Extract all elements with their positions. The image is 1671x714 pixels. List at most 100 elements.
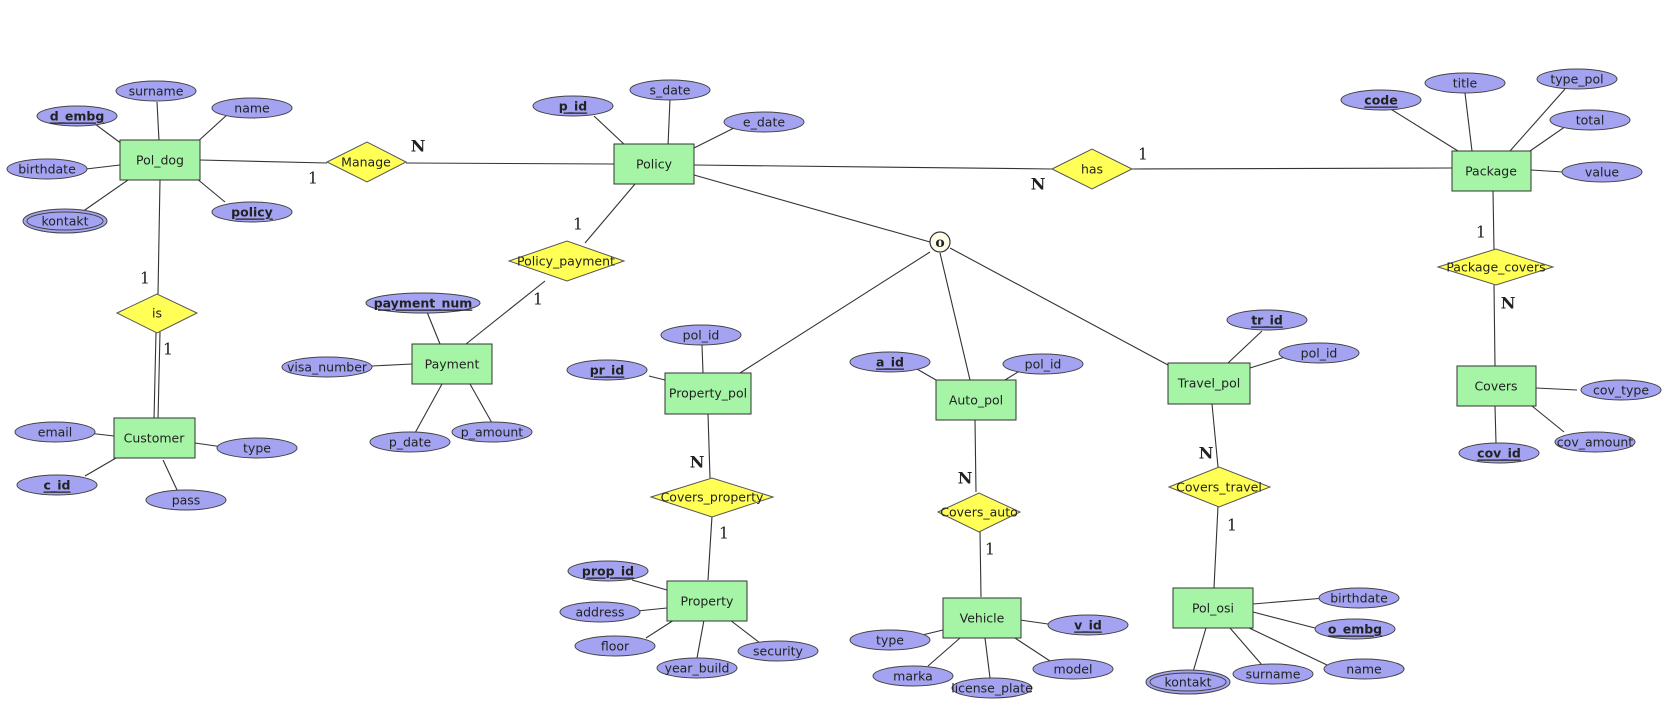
svg-text:name: name (234, 101, 270, 116)
attribute-title: title (1424, 72, 1506, 94)
svg-text:model: model (1054, 662, 1093, 677)
attribute-value: value (1561, 161, 1643, 183)
svg-text:Pol_osi: Pol_osi (1192, 601, 1234, 616)
svg-text:Property: Property (681, 594, 734, 609)
attribute-s-date: s_date (629, 79, 711, 101)
svg-text:d_embg: d_embg (50, 109, 105, 125)
svg-text:birthdate: birthdate (18, 162, 76, 177)
cardinality-policy-payment-payment: 1 (533, 290, 543, 309)
relationship-is: is (115, 293, 199, 334)
svg-text:floor: floor (601, 639, 630, 654)
attribute-o-embg: o_embg (1314, 618, 1396, 640)
svg-text:is: is (152, 306, 162, 321)
entity-payment: Payment (411, 343, 493, 385)
svg-text:tr_id: tr_id (1251, 313, 1283, 329)
svg-text:Covers_auto: Covers_auto (940, 505, 1018, 520)
entity-property: Property (666, 580, 748, 622)
cardinality-policy-payment-policy: 1 (573, 215, 583, 234)
svg-text:kontakt: kontakt (1164, 675, 1211, 690)
svg-text:Policy_payment: Policy_payment (517, 254, 615, 269)
attribute-total: total (1549, 109, 1631, 131)
attribute-type: type (849, 629, 931, 651)
cardinality-is-customer: 1 (163, 340, 173, 359)
cardinality-has-package: 1 (1138, 145, 1148, 164)
svg-text:o: o (935, 235, 944, 251)
attribute-pr-id: pr_id (566, 359, 648, 381)
svg-text:Manage: Manage (341, 155, 391, 170)
attribute-type-pol: type_pol (1536, 68, 1618, 90)
attribute-p-date: p_date (369, 431, 451, 453)
entity-travel-pol: Travel_pol (1167, 362, 1251, 405)
svg-text:type: type (876, 633, 904, 648)
svg-text:title: title (1453, 76, 1478, 91)
svg-text:cov_amount: cov_amount (1557, 435, 1633, 450)
svg-text:pol_id: pol_id (1301, 346, 1338, 361)
attribute-type: type (216, 437, 298, 459)
svg-text:visa_number: visa_number (287, 360, 368, 375)
svg-text:Package_covers: Package_covers (1446, 260, 1545, 275)
svg-text:total: total (1576, 113, 1605, 128)
attribute-kontakt-multivalued: kontakt (1145, 669, 1231, 695)
attribute-security: security (737, 640, 819, 662)
svg-text:Covers_property: Covers_property (661, 490, 764, 505)
attribute-pol-id: pol_id (1278, 342, 1360, 364)
relationship-manage: Manage (325, 141, 408, 183)
entity-property-pol: Property_pol (664, 372, 752, 415)
svg-text:c_id: c_id (44, 478, 71, 494)
svg-text:p_date: p_date (389, 435, 432, 450)
cardinality-covers-travel-pol-osi: 1 (1227, 516, 1237, 535)
attribute-c-id: c_id (16, 474, 98, 496)
svg-text:type_pol: type_pol (1550, 72, 1603, 87)
svg-text:surname: surname (129, 84, 184, 99)
cardinality-package-covers-package: 1 (1476, 223, 1486, 242)
cardinality-is-pol-dog: 1 (140, 269, 150, 288)
cardinality-covers-property-property: 1 (719, 524, 729, 543)
attribute-marka: marka (872, 665, 954, 687)
specialization-circle: o (929, 231, 951, 253)
attribute-birthdate: birthdate (6, 158, 88, 180)
svg-text:Payment: Payment (425, 357, 480, 372)
attribute-policy: policy (211, 201, 293, 223)
svg-text:Covers: Covers (1474, 379, 1517, 394)
attribute-code: code (1340, 89, 1422, 111)
attribute-visa-number: visa_number (281, 356, 373, 378)
svg-text:Vehicle: Vehicle (960, 611, 1005, 626)
attribute-kontakt-multivalued: kontakt (22, 208, 108, 234)
svg-text:pol_id: pol_id (1025, 357, 1062, 372)
svg-text:address: address (575, 605, 624, 620)
svg-text:o_embg: o_embg (1328, 622, 1382, 638)
attribute-prop-id: prop_id (567, 560, 649, 582)
svg-text:payment_num: payment_num (374, 296, 473, 312)
attribute-a-id: a_id (849, 351, 931, 373)
entity-customer: Customer (113, 417, 196, 459)
attribute-floor: floor (574, 635, 656, 657)
attribute-name: name (1323, 658, 1405, 680)
attribute-license-plate: license_plate (951, 677, 1033, 699)
cardinality-has-policy: N (1031, 175, 1046, 194)
svg-text:s_date: s_date (650, 83, 691, 98)
cardinality-covers-auto-auto-pol: N (958, 469, 973, 488)
svg-text:name: name (1346, 662, 1382, 677)
svg-text:email: email (38, 425, 72, 440)
svg-text:pass: pass (172, 493, 201, 508)
attribute-surname: surname (115, 80, 197, 102)
entity-covers: Covers (1456, 365, 1537, 407)
attribute-payment-num: payment_num (365, 292, 481, 314)
svg-text:v_id: v_id (1074, 618, 1102, 634)
svg-text:code: code (1364, 93, 1397, 108)
relationship-package-covers: Package_covers (1436, 248, 1555, 286)
svg-text:type: type (243, 441, 271, 456)
cardinality-manage-policy: N (411, 137, 426, 156)
svg-text:p_id: p_id (559, 99, 587, 115)
svg-text:value: value (1585, 165, 1619, 180)
cardinality-covers-property-property-pol: N (690, 453, 705, 472)
attribute-v-id: v_id (1047, 614, 1129, 636)
svg-text:p_amount: p_amount (461, 425, 524, 440)
entity-pol-dog: Pol_dog (119, 139, 201, 181)
relationship-covers-auto: Covers_auto (936, 492, 1022, 533)
svg-text:cov_type: cov_type (1593, 383, 1649, 398)
svg-text:Property_pol: Property_pol (669, 386, 747, 401)
attribute-birthdate: birthdate (1318, 587, 1400, 609)
svg-text:Policy: Policy (636, 157, 673, 172)
